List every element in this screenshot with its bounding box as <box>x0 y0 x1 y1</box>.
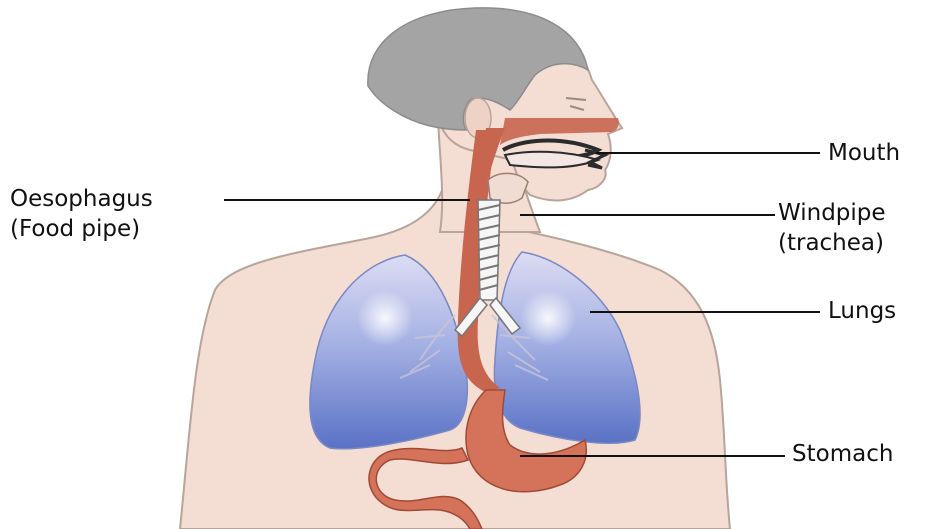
label-windpipe-sub: (trachea) <box>778 230 884 257</box>
label-stomach: Stomach <box>792 441 893 468</box>
label-windpipe: Windpipe <box>778 200 886 227</box>
label-mouth: Mouth <box>828 140 900 167</box>
label-oesophagus: Oesophagus <box>10 186 153 213</box>
label-lungs: Lungs <box>828 298 896 325</box>
larynx <box>488 173 528 203</box>
left-lung-highlight <box>357 290 413 346</box>
label-oesophagus-sub: (Food pipe) <box>10 216 140 243</box>
